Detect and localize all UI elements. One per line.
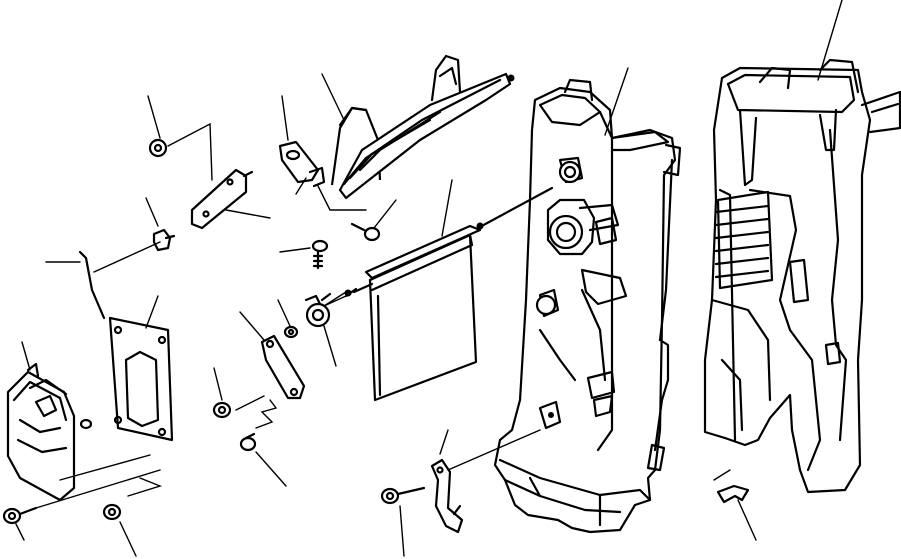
pipe-clamp bbox=[304, 291, 347, 367]
nut-2 bbox=[147, 95, 213, 181]
screw-1 bbox=[279, 239, 329, 270]
small-plate bbox=[190, 168, 271, 230]
bolt-4 bbox=[2, 469, 161, 541]
link-lever bbox=[235, 311, 306, 429]
rear-duct-housing bbox=[703, 0, 901, 494]
mounting-bracket bbox=[278, 95, 367, 211]
heater-core bbox=[344, 179, 554, 402]
bolt-6 bbox=[380, 486, 426, 557]
bolt-2 bbox=[212, 367, 232, 419]
bolt-1 bbox=[350, 199, 397, 242]
clip-part bbox=[716, 484, 757, 541]
heater-housing bbox=[493, 67, 682, 534]
gasket-plate bbox=[108, 295, 174, 442]
bolt-3 bbox=[239, 432, 287, 487]
nut-1 bbox=[277, 299, 299, 339]
lower-bracket bbox=[430, 429, 541, 534]
retainer-clip bbox=[145, 197, 176, 252]
damper-assembly bbox=[321, 54, 515, 200]
actuator-motor bbox=[6, 341, 151, 502]
wire-rod bbox=[45, 241, 161, 320]
leader-lines bbox=[295, 177, 347, 307]
bolt-5 bbox=[102, 477, 163, 557]
